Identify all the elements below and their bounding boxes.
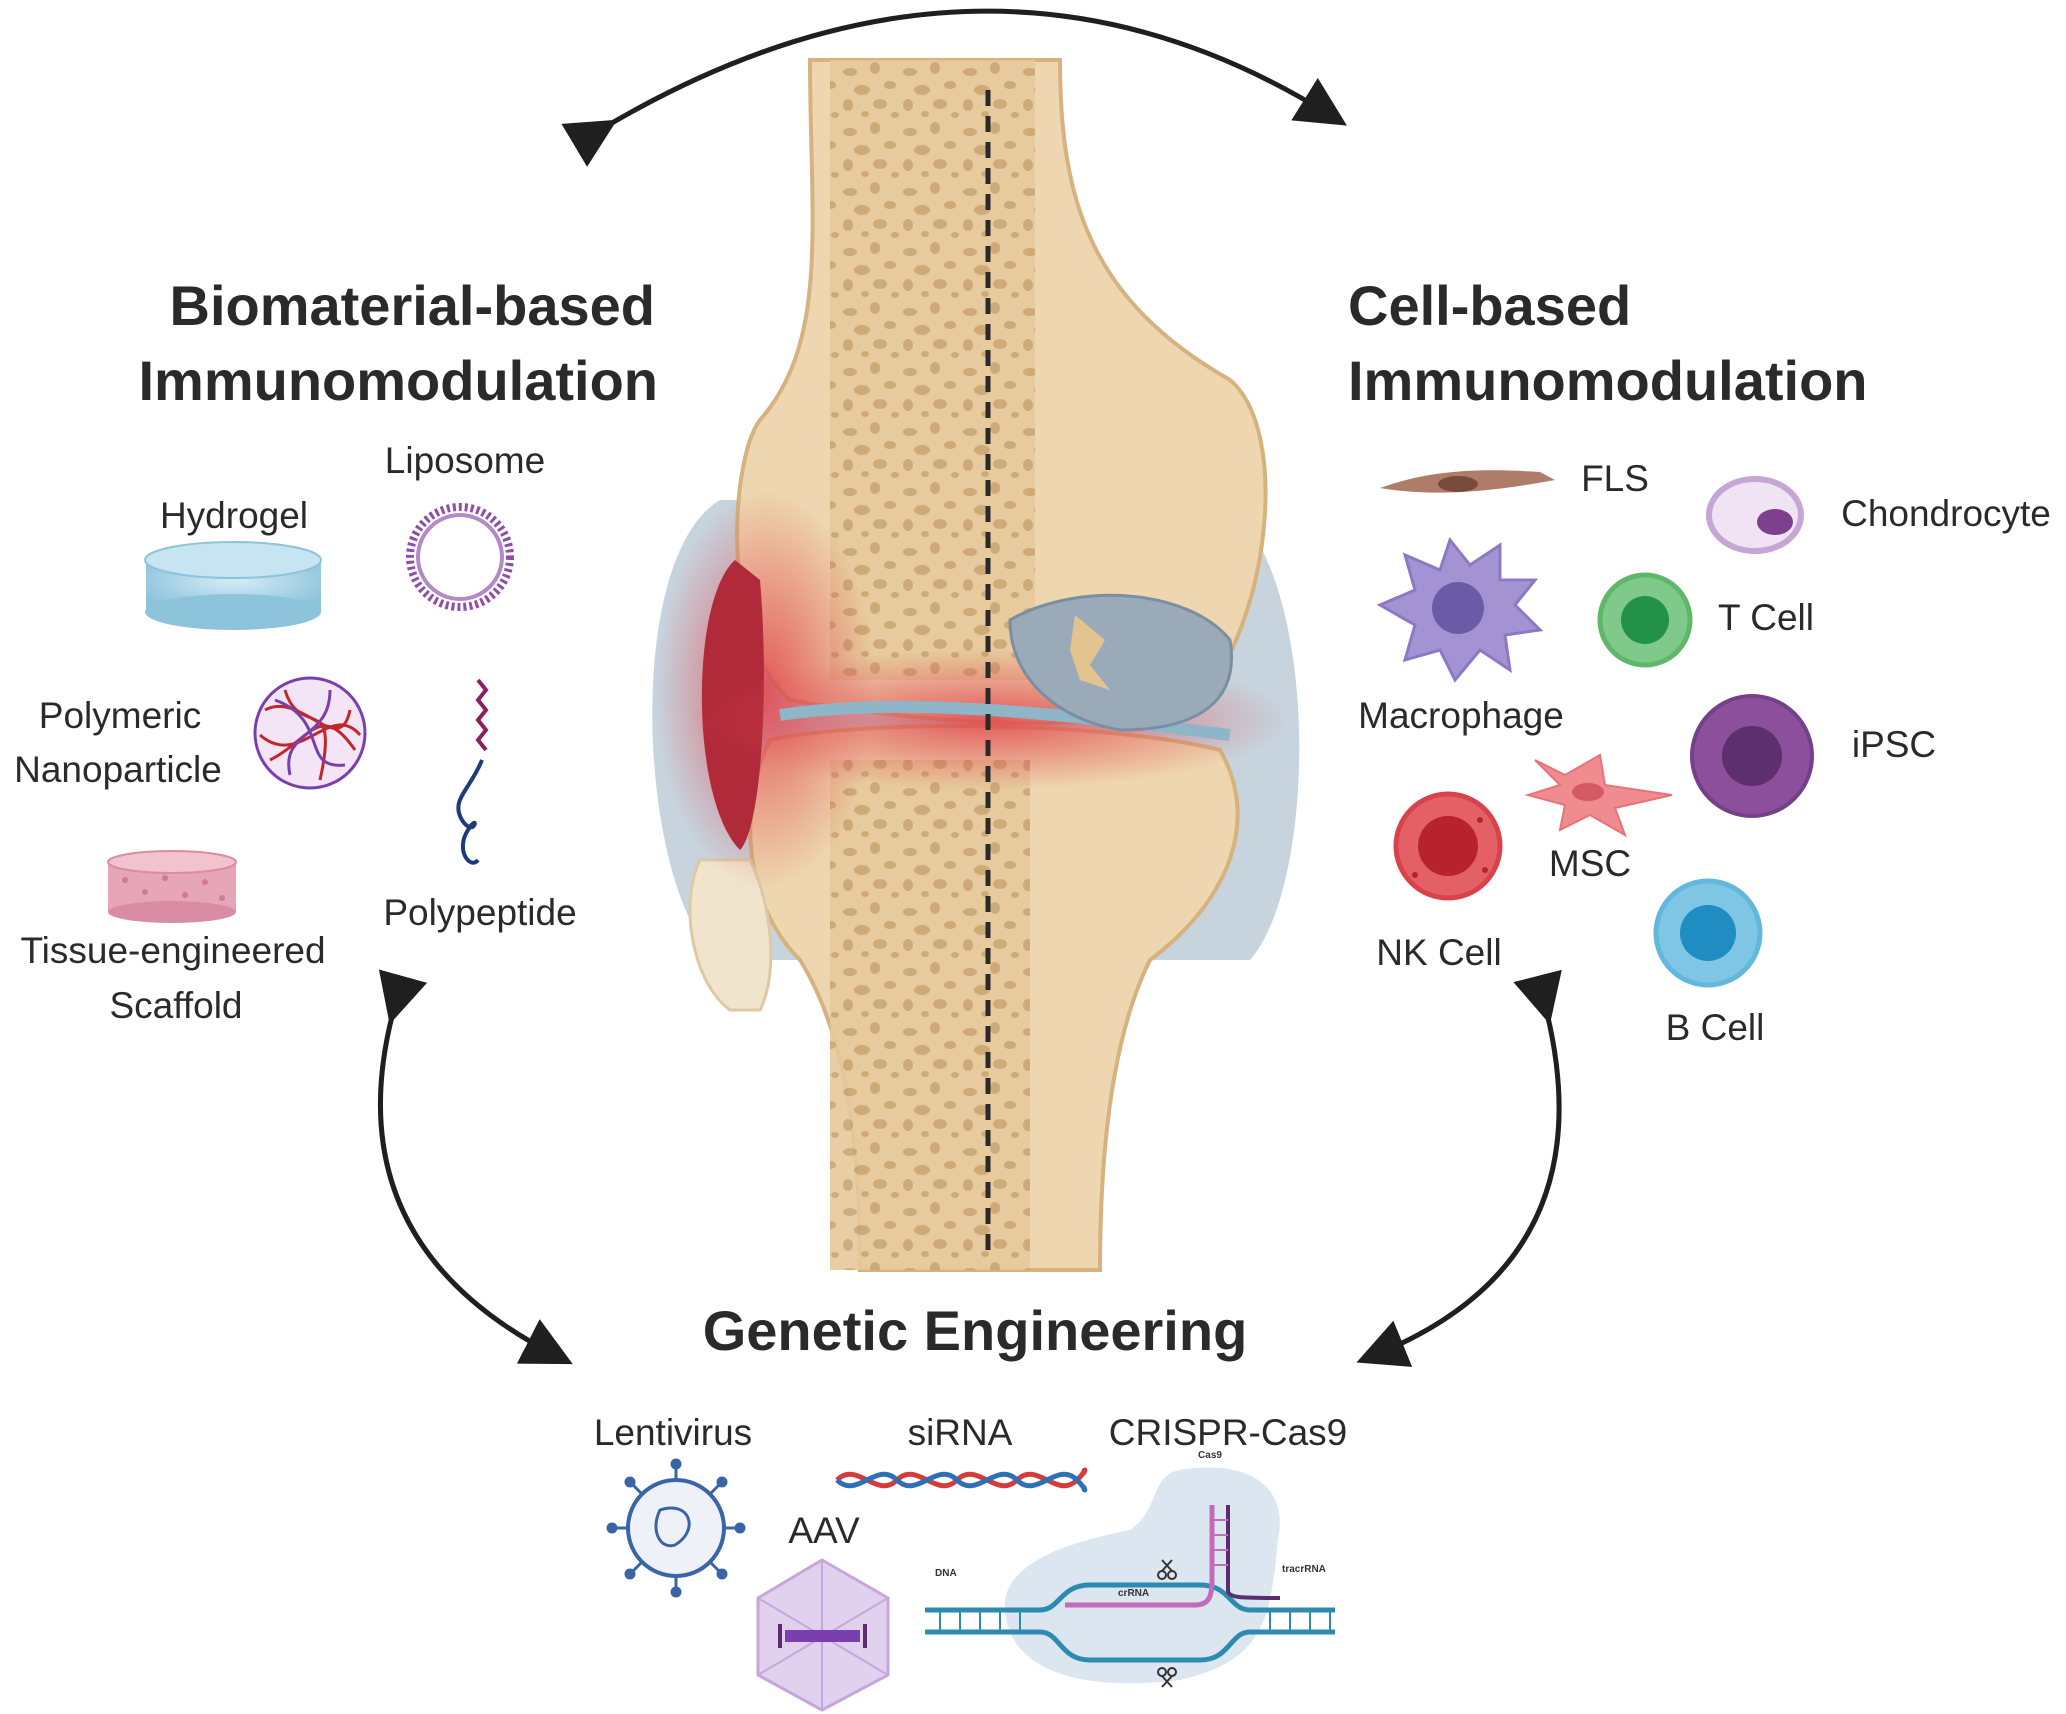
crrna-tag: crRNA bbox=[1118, 1588, 1149, 1599]
scissors-icon bbox=[1157, 1559, 1177, 1580]
ipsc-icon bbox=[1690, 694, 1814, 818]
scaffold-label-line1: Tissue-engineered bbox=[20, 930, 325, 971]
scaffold-label-line2: Scaffold bbox=[109, 985, 242, 1026]
hydrogel-icon bbox=[144, 541, 322, 630]
cycle-arrows bbox=[377, 8, 1562, 1367]
cell-section: Cell-based Immunomodulation FLS Chondroc… bbox=[1348, 274, 2051, 1048]
scaffold-icon bbox=[107, 850, 237, 923]
femur-marrow bbox=[830, 60, 1035, 680]
cell-title-line2: Immunomodulation bbox=[1348, 349, 1868, 412]
cas9-tag: Cas9 bbox=[1198, 1450, 1222, 1461]
crispr-icon: Cas9 DNA tracrRNA crRNA bbox=[925, 1450, 1335, 1688]
macrophage-icon bbox=[1376, 536, 1544, 683]
genetic-title: Genetic Engineering bbox=[703, 1299, 1248, 1362]
polypeptide-icon bbox=[456, 678, 489, 865]
t-cell-icon bbox=[1597, 572, 1693, 668]
hydrogel-label: Hydrogel bbox=[160, 495, 308, 536]
lentivirus-label: Lentivirus bbox=[594, 1412, 752, 1453]
liposome-icon bbox=[406, 503, 514, 611]
knee-joint-illustration bbox=[652, 58, 1300, 1272]
b-cell-label: B Cell bbox=[1666, 1007, 1765, 1048]
biomaterial-title-line2: Immunomodulation bbox=[138, 349, 658, 412]
polypeptide-label: Polypeptide bbox=[383, 892, 576, 933]
fibula bbox=[688, 858, 773, 1012]
msc-label: MSC bbox=[1549, 843, 1631, 884]
biomaterial-section: Biomaterial-based Immunomodulation Hydro… bbox=[14, 274, 658, 1026]
scissors-icon-lower bbox=[1157, 1667, 1177, 1688]
fls-icon bbox=[1380, 470, 1555, 493]
tibia-marrow bbox=[830, 760, 1030, 1270]
dna-tag: DNA bbox=[935, 1568, 957, 1579]
aav-capsid-icon bbox=[756, 1558, 890, 1712]
chondrocyte-label: Chondrocyte bbox=[1841, 493, 2051, 534]
bone-fragment bbox=[1070, 615, 1110, 690]
b-cell-icon bbox=[1653, 878, 1763, 988]
nk-cell-label: NK Cell bbox=[1376, 932, 1501, 973]
polymeric-label-line1: Polymeric bbox=[39, 695, 201, 736]
arrow-top bbox=[561, 8, 1347, 167]
polymer-ball-icon bbox=[253, 676, 367, 790]
lentivirus-icon bbox=[606, 1458, 746, 1598]
t-cell-label: T Cell bbox=[1718, 597, 1814, 638]
polymeric-label-line2: Nanoparticle bbox=[14, 749, 222, 790]
cell-title-line1: Cell-based bbox=[1348, 274, 1631, 337]
macrophage-label: Macrophage bbox=[1358, 695, 1564, 736]
crispr-label: CRISPR-Cas9 bbox=[1109, 1412, 1348, 1453]
chondrocyte-icon bbox=[1706, 476, 1804, 554]
biomaterial-title-line1: Biomaterial-based bbox=[170, 274, 656, 337]
liposome-label: Liposome bbox=[385, 440, 545, 481]
eroded-meniscus bbox=[1008, 593, 1233, 732]
arrow-left bbox=[377, 969, 573, 1365]
ipsc-label: iPSC bbox=[1852, 724, 1936, 765]
aav-label: AAV bbox=[788, 1510, 860, 1551]
arrow-right bbox=[1356, 969, 1562, 1367]
sirna-label: siRNA bbox=[908, 1412, 1013, 1453]
fls-label: FLS bbox=[1581, 458, 1649, 499]
sirna-icon bbox=[835, 1467, 1088, 1493]
tracrrna-tag: tracrRNA bbox=[1282, 1564, 1326, 1575]
msc-icon bbox=[1524, 753, 1673, 838]
genetic-section: Genetic Engineering Lentivirus siRNA CRI… bbox=[594, 1299, 1348, 1712]
nk-cell-icon bbox=[1393, 791, 1503, 901]
